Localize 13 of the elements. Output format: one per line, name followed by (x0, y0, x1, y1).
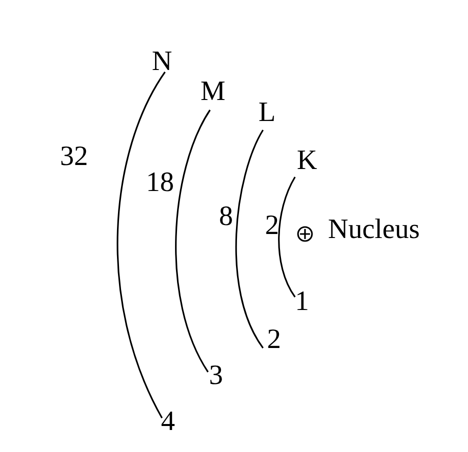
shell-number: 4 (161, 408, 175, 436)
shell-letter: N (152, 48, 172, 76)
electron-capacity-number: 18 (146, 169, 174, 197)
nucleus-label: Nucleus (328, 216, 420, 244)
electron-capacity-number: 8 (219, 203, 233, 231)
electron-capacity-number: 2 (265, 212, 279, 240)
shell-number: 3 (209, 362, 223, 390)
shell-number: 1 (295, 288, 309, 316)
shell-letter: L (258, 99, 276, 127)
electron-capacity-number: 32 (60, 143, 88, 171)
shell-letter: M (200, 78, 226, 106)
shell-number: 2 (267, 326, 281, 354)
shell-letter: K (296, 147, 318, 175)
